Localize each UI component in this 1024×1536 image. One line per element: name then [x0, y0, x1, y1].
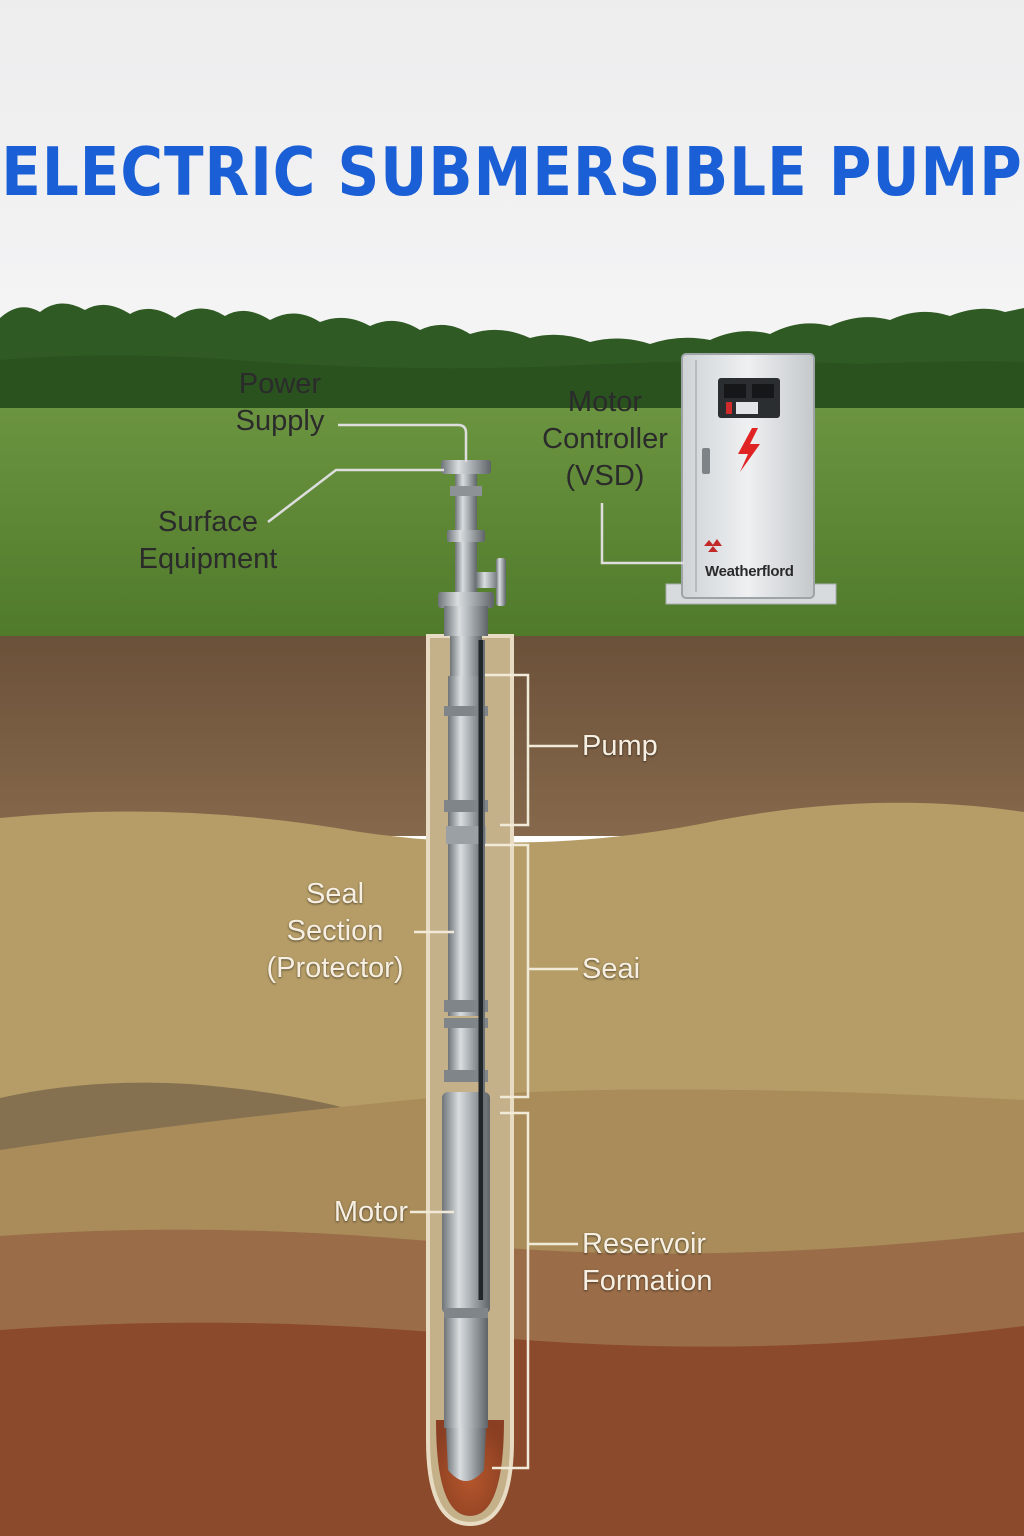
page-title: ELECTRIC SUBMERSIBLE PUMP [1, 132, 1023, 212]
cabinet-brand: Weatherflord [705, 563, 794, 580]
motor-base [444, 1318, 488, 1428]
pump-label: Pump [582, 730, 658, 762]
seal-section-label: Seal Section (Protector) [266, 878, 404, 984]
lightning-bolt-icon [738, 428, 760, 472]
motor-nose [446, 1428, 486, 1481]
motor-controller-leader [600, 503, 684, 565]
motor-assembly [442, 1092, 490, 1314]
leader-lines [267, 423, 684, 565]
production-tubing [450, 636, 482, 676]
cabinet-handle [702, 448, 710, 474]
surface-equipment-leader [267, 468, 444, 523]
pump-bracket [485, 673, 578, 827]
seal-bracket [485, 843, 578, 1099]
reservoir-bracket [492, 1111, 578, 1470]
reservoir-formation-label: Reservoir Formation [582, 1228, 713, 1297]
wellhead-flange [438, 592, 494, 608]
power-supply-leader [338, 423, 468, 462]
cabinet-logo-mark [704, 539, 722, 552]
grass-field [0, 408, 1024, 640]
bracket-lines [410, 673, 578, 1470]
cabinet-body [681, 353, 815, 599]
power-supply-label: Power Supply [235, 368, 325, 437]
motor-controller-label: Motor Controller (VSD) [542, 386, 668, 492]
motor-label: Motor [333, 1196, 408, 1228]
seal-section [448, 844, 484, 1016]
wellhead-valve-body [476, 572, 500, 588]
seal-label: Seai [582, 953, 641, 985]
surface-equipment-label: Surface Equipment [138, 506, 278, 575]
